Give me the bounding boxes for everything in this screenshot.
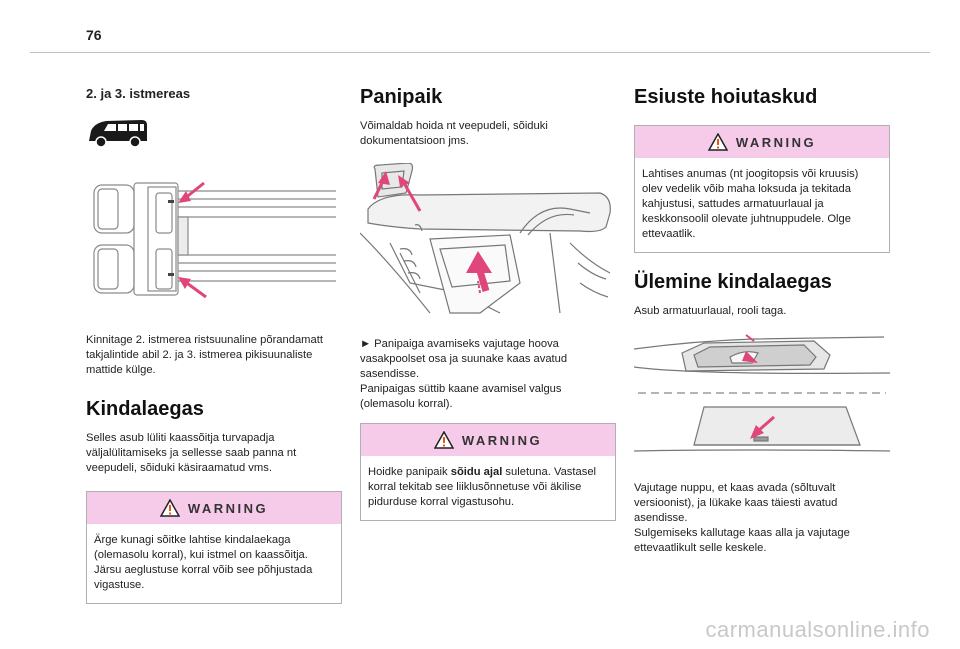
storage-step: ► Panipaiga avamiseks vajutage hoova vas… — [360, 338, 568, 380]
warning-icon — [159, 499, 180, 517]
column-door-pockets: Esiuste hoiutaskud WARNING Lahtises anum… — [634, 86, 890, 556]
upper-glovebox-intro: Asub armatuurlaual, rooli taga. — [634, 305, 787, 317]
rows-heading: 2. ja 3. istmereas — [86, 86, 191, 101]
warning-icon — [707, 133, 728, 151]
warning-header: WARNING — [635, 126, 889, 158]
header-divider — [30, 52, 930, 53]
upper-glovebox-title: Ülemine kindalaegas — [634, 271, 832, 293]
column-storage: Panipaik Võimaldab hoida nt veepudeli, s… — [360, 86, 616, 521]
storage-light-note: Panipaigas süttib kaane avamisel valgus … — [360, 383, 562, 410]
floor-mat-illustration — [86, 177, 342, 305]
glovebox-warning: WARNING Ärge kunagi sõitke lahtise kinda… — [86, 491, 342, 604]
warning-header: WARNING — [87, 492, 341, 524]
warning-text: Ärge kunagi sõitke lahtise kindalaekaga … — [94, 534, 313, 591]
mat-instructions: Kinnitage 2. istmerea ristsuunaline põra… — [86, 334, 323, 376]
storage-title: Panipaik — [360, 86, 443, 108]
page-number: 76 — [86, 27, 102, 43]
warning-title: WARNING — [735, 134, 817, 150]
storage-intro: Võimaldab hoida nt veepudeli, sõiduki do… — [360, 120, 548, 147]
upper-glovebox-close: Sulgemiseks kallutage kaas alla ja vajut… — [634, 527, 850, 554]
watermark: carmanualsonline.info — [705, 617, 930, 642]
upper-glovebox-illustration — [634, 333, 890, 463]
warning-title: WARNING — [187, 500, 269, 516]
glovebox-title: Kindalaegas — [86, 398, 204, 420]
storage-illustration — [360, 163, 616, 319]
door-pockets-title: Esiuste hoiutaskud — [634, 86, 818, 108]
warning-icon — [433, 431, 454, 449]
warning-text: Hoidke panipaik sõidu ajal suletuna. Vas… — [368, 466, 597, 508]
van-icon — [86, 117, 342, 151]
upper-glovebox-step: Vajutage nuppu, et kaas avada (sõltuvalt… — [634, 482, 838, 524]
door-pockets-warning: WARNING Lahtises anumas (nt joogitopsis … — [634, 125, 890, 253]
warning-text: Lahtises anumas (nt joogitopsis või kruu… — [642, 168, 859, 240]
column-seats-glovebox: 2. ja 3. istmereas — [86, 78, 342, 604]
storage-warning: WARNING Hoidke panipaik sõidu ajal sulet… — [360, 423, 616, 521]
glovebox-description: Selles asub lüliti kaassõitja turvapadja… — [86, 432, 297, 474]
warning-header: WARNING — [361, 424, 615, 456]
warning-title: WARNING — [461, 432, 543, 448]
